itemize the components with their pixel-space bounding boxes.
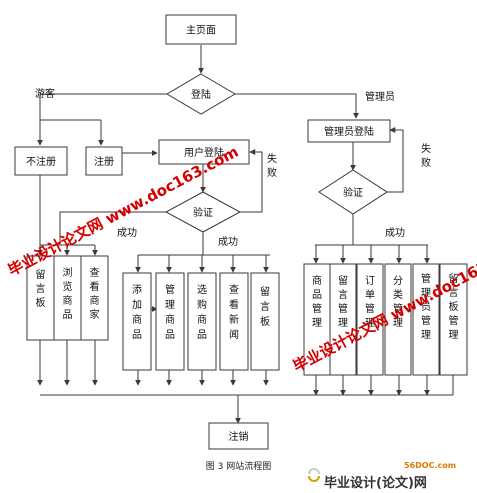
guest-action-2-label: 浏览商品 xyxy=(63,266,73,321)
admin-success-label: 成功 xyxy=(385,227,405,239)
guest-action-2 xyxy=(53,255,82,341)
user-login-box xyxy=(158,139,250,165)
no-register-box-label: 不注册 xyxy=(26,155,56,168)
admin-label: 管理员 xyxy=(365,90,395,103)
admin-action-6-label: 留言板管理 xyxy=(449,272,459,341)
admin-action-2-label: 留言管理 xyxy=(338,274,348,329)
user-verify-diamond xyxy=(164,191,242,233)
user-success-right-label: 成功 xyxy=(218,236,238,248)
logout-box xyxy=(208,422,269,450)
user-action-2 xyxy=(155,272,185,371)
guest-action-3-label: 查看商家 xyxy=(90,266,100,321)
admin-fail-label: 失败 xyxy=(421,142,431,169)
login-diamond xyxy=(166,73,236,115)
admin-verify-diamond-label: 验证 xyxy=(343,186,363,199)
admin-action-2 xyxy=(329,263,357,376)
user-action-5-label: 留言板 xyxy=(260,285,270,328)
logout-box-label: 注销 xyxy=(229,430,249,443)
user-action-1 xyxy=(122,272,152,371)
watermark-title: 毕业设计(论文)网 xyxy=(324,476,427,491)
admin-action-6 xyxy=(439,263,468,376)
guest-action-1-label: 留言板 xyxy=(36,268,46,309)
admin-action-1-label: 商品管理 xyxy=(312,274,322,329)
admin-action-3-label: 订单管理 xyxy=(365,275,375,329)
guest-action-3 xyxy=(80,255,109,341)
admin-login-box xyxy=(307,119,391,143)
user-action-3-label: 选购商品 xyxy=(197,283,207,341)
user-login-box-label: 用户登陆 xyxy=(184,146,224,159)
admin-action-4-label: 分类管理 xyxy=(393,275,403,329)
guest-label: 游客 xyxy=(35,87,55,100)
admin-login-box-label: 管理员登陆 xyxy=(324,125,374,138)
login-diamond-label: 登陆 xyxy=(191,88,211,101)
register-box xyxy=(85,146,123,176)
user-action-2-label: 管理商品 xyxy=(165,283,175,341)
user-verify-diamond-label: 验证 xyxy=(193,206,213,219)
user-action-4 xyxy=(219,272,249,371)
no-register-box xyxy=(14,146,68,176)
home-box-label: 主页面 xyxy=(186,25,216,37)
user-fail-label: 失败 xyxy=(267,152,277,179)
register-box-label: 注册 xyxy=(94,155,114,168)
user-action-1-label: 添加商品 xyxy=(132,283,142,341)
user-success-left-label: 成功 xyxy=(117,227,137,239)
user-action-4-label: 查看新闻 xyxy=(229,283,239,341)
admin-verify-diamond xyxy=(318,169,388,215)
figure-caption: 图 3 网站流程图 xyxy=(205,462,272,472)
watermark-site: 56DOC.com xyxy=(404,461,457,470)
admin-action-1 xyxy=(303,263,331,376)
watermark-logo-icon xyxy=(308,468,320,482)
admin-action-3 xyxy=(356,263,384,376)
user-action-3 xyxy=(187,272,217,371)
admin-action-5-label: 管理员管理 xyxy=(421,272,431,341)
guest-action-1 xyxy=(26,255,55,341)
user-action-5 xyxy=(250,272,280,371)
admin-action-5 xyxy=(412,263,440,376)
home-box xyxy=(165,14,237,45)
admin-action-4 xyxy=(384,263,412,376)
